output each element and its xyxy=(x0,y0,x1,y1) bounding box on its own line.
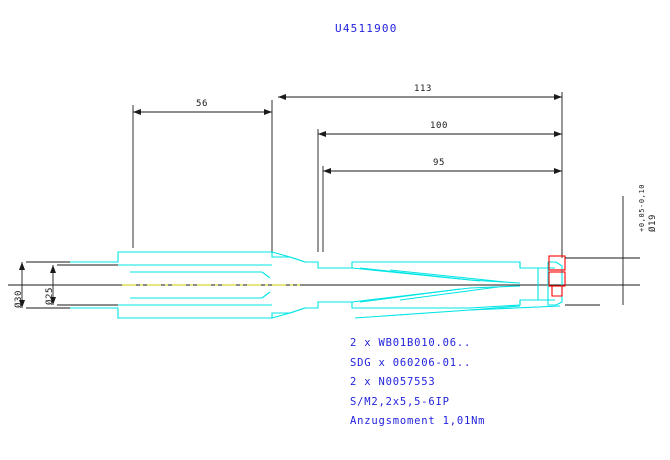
insert-pockets xyxy=(548,255,566,297)
dimension-flange-diameter: Ø30 xyxy=(14,289,24,308)
note-line: Anzugsmoment 1,01Nm xyxy=(350,415,486,428)
dimension-to-shoulder: 100 xyxy=(430,121,449,131)
page-title: U4511900 xyxy=(335,22,398,35)
tool-body-outline xyxy=(70,251,563,319)
note-line: SDG x 060206-01.. xyxy=(350,356,472,369)
dimension-flute-length: 95 xyxy=(433,158,446,168)
note-line: 2 x N0057553 xyxy=(350,376,436,389)
tolerance-lower: -0,10 xyxy=(638,183,646,208)
tolerance-upper: +0,05 xyxy=(638,207,646,232)
dimension-overall-length: 113 xyxy=(414,84,433,94)
note-line: 2 x WB01B010.06.. xyxy=(350,337,472,349)
notes-block: 2 x WB01B010.06.. SDG x 060206-01.. 2 x … xyxy=(350,334,485,432)
dimension-shank-diameter: Ø25 xyxy=(45,286,55,305)
dimension-arrowheads xyxy=(19,94,562,308)
dimension-cutting-diameter: Ø19 xyxy=(648,213,658,232)
note-line: S/M2,2x5,5-6IP xyxy=(350,395,450,408)
dimension-shank-length: 56 xyxy=(196,99,209,109)
tip-reference-lines xyxy=(565,257,640,306)
dimension-lines xyxy=(8,92,640,309)
